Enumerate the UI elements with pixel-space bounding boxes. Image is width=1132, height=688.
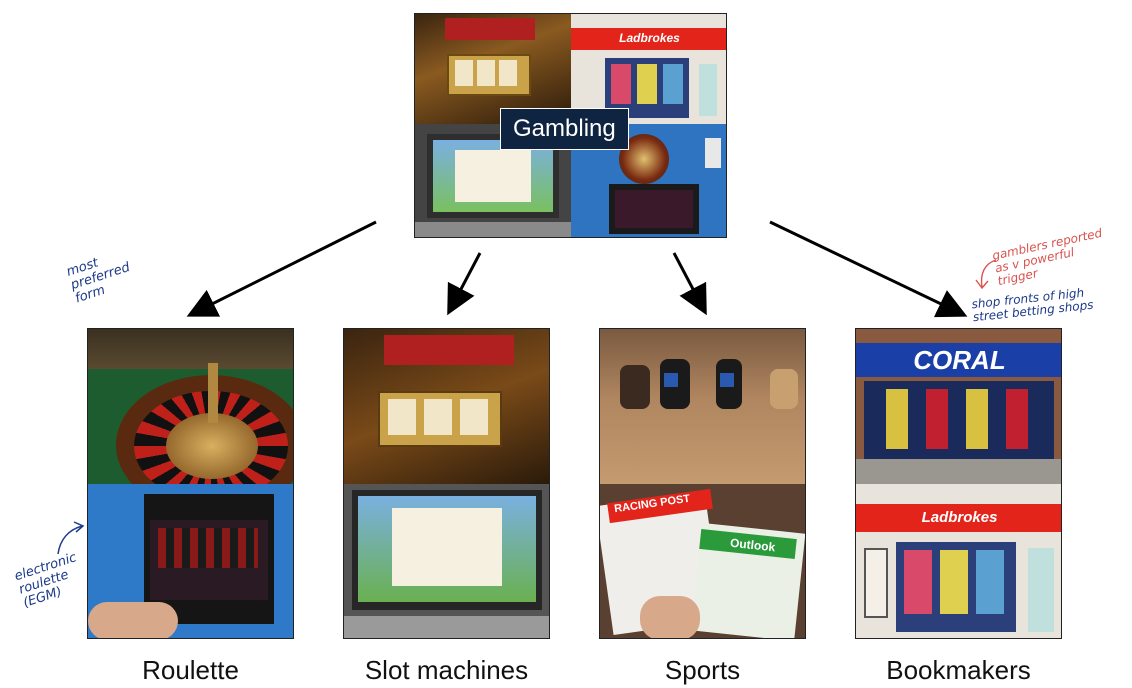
annotation-red-arrow-icon	[975, 259, 997, 290]
slot-machines-image	[343, 328, 550, 639]
collage-laptop-slots-image	[415, 124, 571, 237]
bookmakers-label: Bookmakers	[886, 655, 1031, 685]
roulette-image	[87, 328, 294, 639]
arrow-to-sports	[672, 252, 707, 316]
gambling-collage: Ladbrokes	[414, 13, 727, 238]
collage-slot-machine-image	[415, 14, 571, 124]
slot-machine-cabinet-image	[344, 329, 549, 484]
ladbrokes-shop-image: Ladbrokes	[856, 484, 1061, 638]
ladbrokes-sign: Ladbrokes	[921, 509, 998, 526]
arrow-to-roulette	[186, 220, 377, 317]
coral-shop-image: CORAL	[856, 329, 1061, 484]
gambling-title: Gambling	[500, 108, 629, 150]
laptop-slot-game-image	[344, 484, 549, 638]
racing-newspapers-image: RACING POST Outlook	[600, 484, 805, 638]
sports-image: RACING POST Outlook	[599, 328, 806, 639]
collage-ladbrokes-sign: Ladbrokes	[619, 31, 680, 45]
bookmakers-image: CORAL Ladbrokes	[855, 328, 1062, 639]
roulette-wheel-image	[88, 329, 293, 484]
electronic-roulette-machine-image	[88, 484, 293, 638]
arrow-to-bookmakers	[769, 220, 968, 318]
coral-sign: CORAL	[913, 345, 1006, 375]
arrow-to-slot-machines	[447, 252, 482, 316]
roulette-label: Roulette	[142, 655, 239, 685]
slot-machines-label: Slot machines	[364, 655, 529, 685]
annotation-arrow-icon	[57, 521, 85, 555]
sports-label: Sports	[664, 655, 741, 685]
greyhound-racing-image	[600, 329, 805, 484]
collage-ladbrokes-shop-image: Ladbrokes	[571, 14, 726, 124]
